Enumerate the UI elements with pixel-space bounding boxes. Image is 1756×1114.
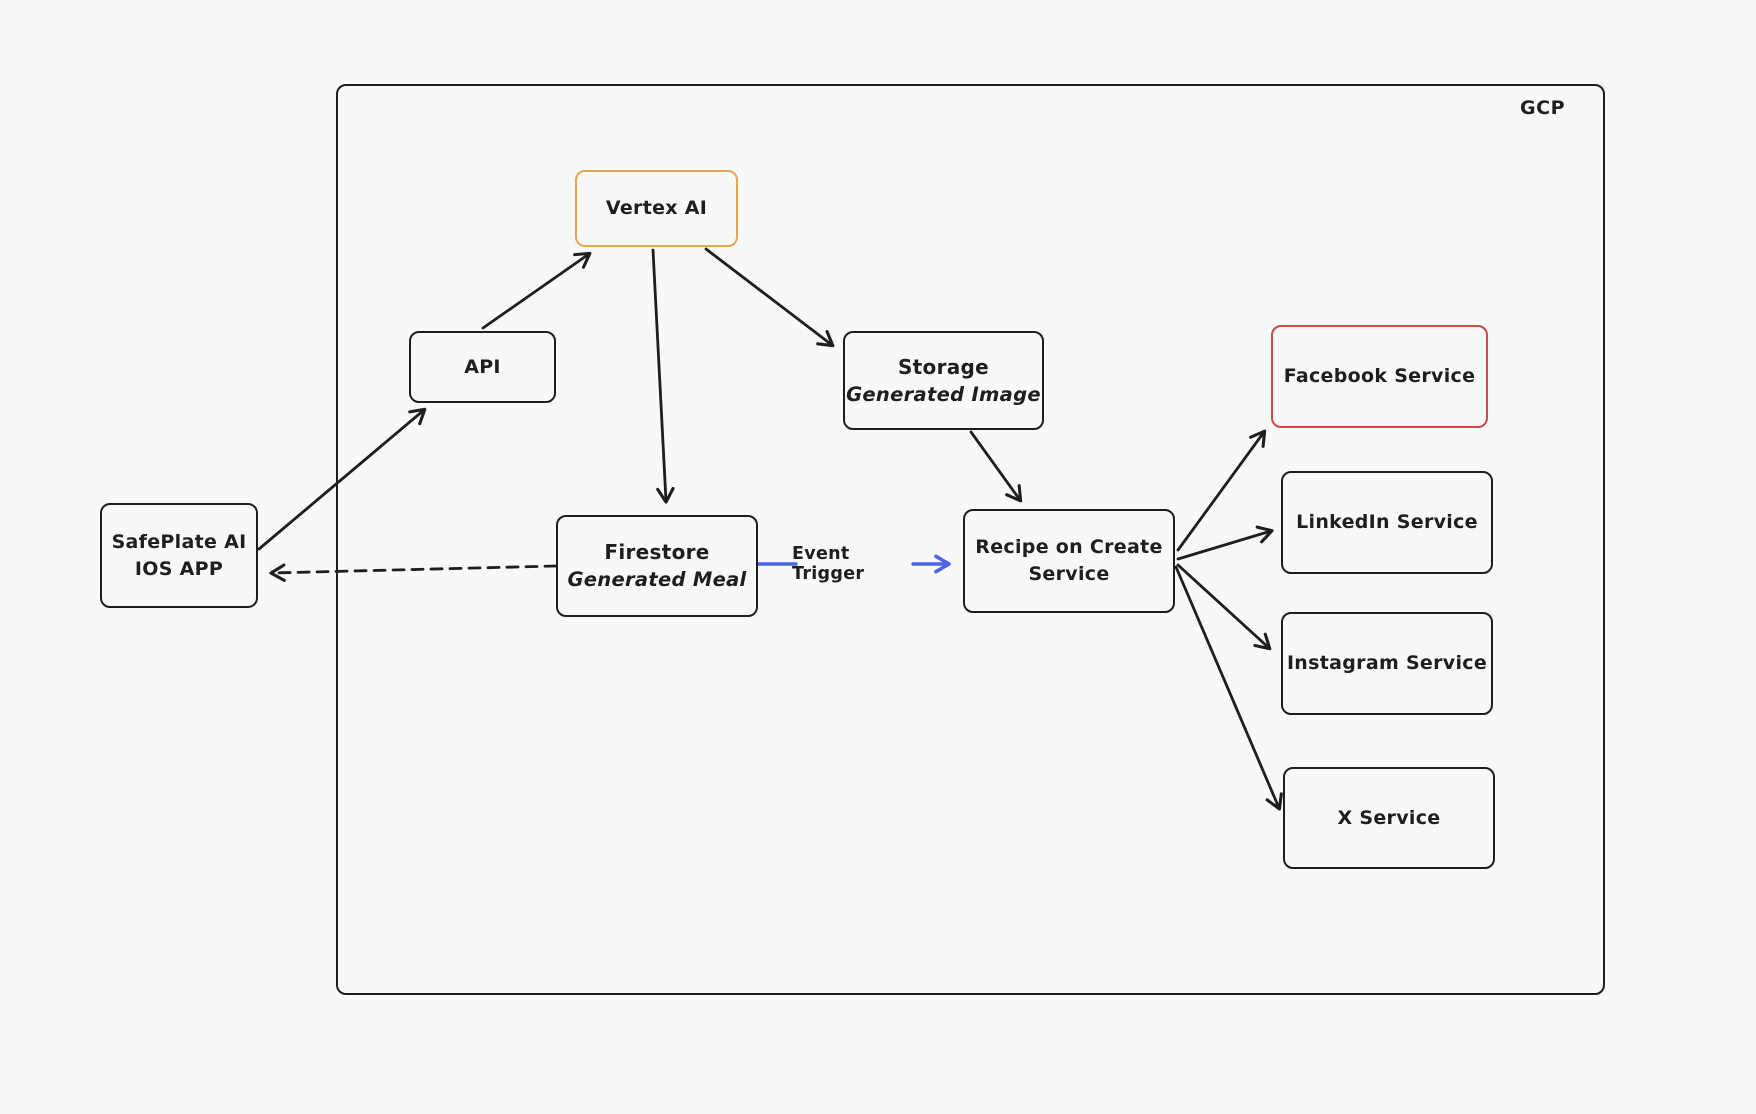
node-api[interactable]: API [409,331,556,403]
node-firestore-generated-meal[interactable]: Firestore Generated Meal [556,515,758,617]
vertex-ai-label: Vertex AI [605,197,708,220]
storage-title: Storage [897,354,990,379]
edge-storage-to-recipe[interactable] [969,430,1023,503]
event-trigger-label: Event Trigger [792,544,865,584]
edge-api-to-vertex[interactable] [481,251,592,330]
edge-recipe-to-linkedin[interactable] [1176,525,1274,561]
node-safeplate-ios-app[interactable]: SafePlate AI IOS APP [100,503,258,608]
node-storage-generated-image[interactable]: Storage Generated Image [843,331,1044,430]
recipe-label: Recipe on Create Service [975,536,1163,585]
node-facebook-service[interactable]: Facebook Service [1271,325,1488,428]
gcp-label: GCP [1520,97,1565,119]
linkedin-service-label: LinkedIn Service [1296,511,1478,534]
edge-recipe-to-xservice[interactable] [1174,565,1283,811]
edge-recipe-to-facebook[interactable] [1176,429,1267,552]
storage-subtitle: Generated Image [846,382,1041,406]
edge-safeplate-to-api[interactable] [257,407,427,551]
api-label: API [464,355,501,378]
firestore-title: Firestore [604,540,710,565]
node-vertex-ai[interactable]: Vertex AI [575,170,738,247]
edge-recipe-to-instagram[interactable] [1176,563,1272,651]
gcp-container-box[interactable]: GCP [336,84,1605,995]
x-service-label: X Service [1337,806,1441,829]
node-recipe-on-create-service[interactable]: Recipe on Create Service [963,509,1175,613]
safeplate-label: SafePlate AI IOS APP [111,530,247,580]
node-linkedin-service[interactable]: LinkedIn Service [1281,471,1493,574]
node-x-service[interactable]: X Service [1283,767,1495,869]
facebook-service-label: Facebook Service [1283,365,1476,388]
firestore-subtitle: Generated Meal [567,568,747,592]
edge-vertex-to-firestore[interactable] [651,248,675,504]
node-instagram-service[interactable]: Instagram Service [1281,612,1493,715]
edge-vertex-to-storage[interactable] [704,247,835,348]
instagram-service-label: Instagram Service [1286,652,1488,675]
edge-firestore-to-safeplate-dashed[interactable] [269,563,558,582]
